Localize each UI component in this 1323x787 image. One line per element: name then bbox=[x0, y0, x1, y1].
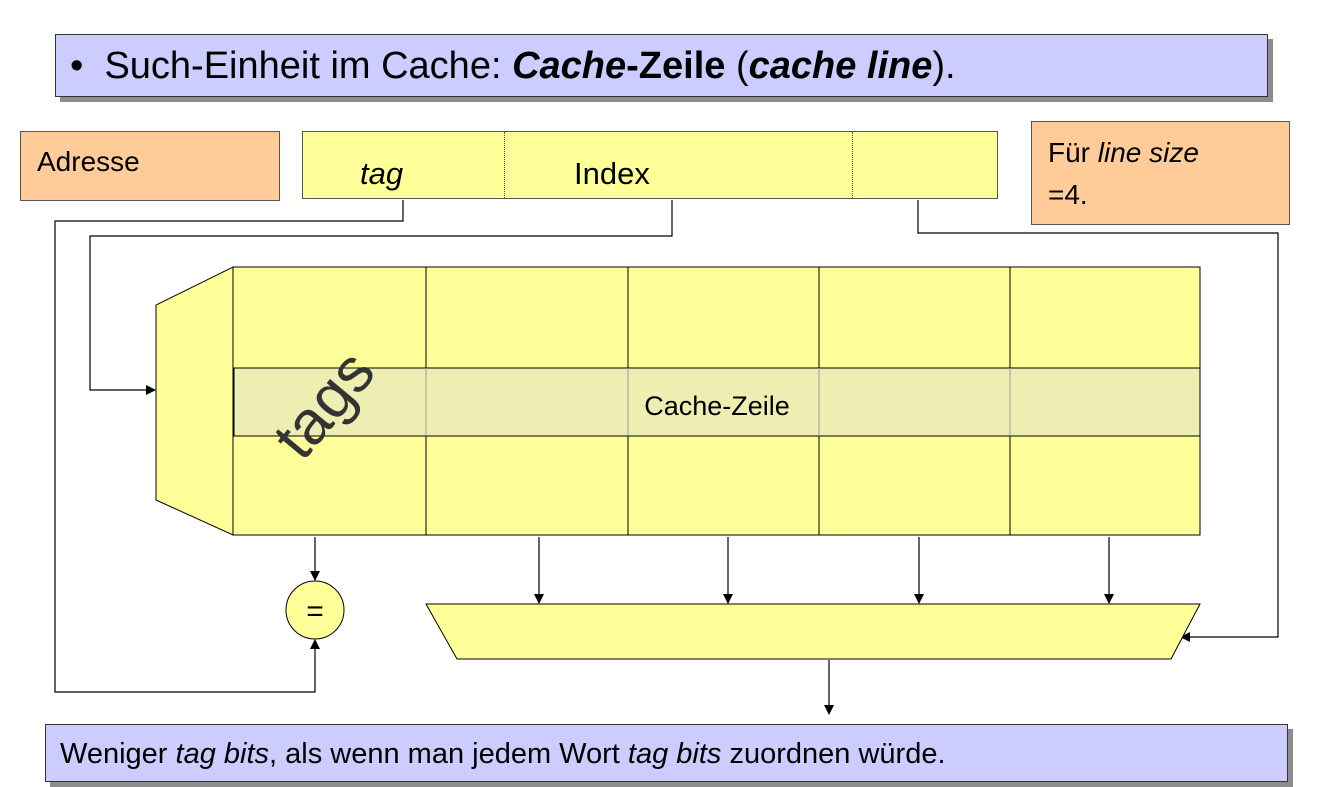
slide-title: • Such-Einheit im Cache: Cache-Zeile (ca… bbox=[55, 34, 1268, 97]
address-separator-2 bbox=[852, 132, 853, 198]
offset-connector bbox=[917, 200, 1279, 642]
comparator bbox=[285, 580, 345, 640]
address-field-tag: tag bbox=[360, 156, 404, 191]
title-paren-open: ( bbox=[725, 45, 749, 87]
index-connector bbox=[89, 200, 673, 395]
footer-part-5: zuordnen würde. bbox=[721, 738, 946, 770]
comparator-symbol: = bbox=[306, 595, 324, 628]
address-bar: tag Index bbox=[302, 131, 998, 199]
footer-part-3: , als wenn man jedem Wort bbox=[269, 738, 628, 770]
address-label: Adresse bbox=[37, 146, 140, 177]
footer-part-2: tag bits bbox=[175, 738, 270, 770]
address-label-box: Adresse bbox=[20, 131, 280, 201]
title-cache-line: cache line bbox=[748, 45, 933, 87]
address-field-index: Index bbox=[574, 156, 650, 191]
note-value: =4. bbox=[1048, 179, 1088, 210]
cache-line-highlight bbox=[233, 367, 1201, 437]
multiplexer bbox=[425, 603, 1201, 660]
note-prefix: Für bbox=[1048, 137, 1098, 168]
tag-store bbox=[155, 266, 234, 536]
title-cache: Cache bbox=[512, 45, 627, 87]
tag-connector bbox=[54, 200, 404, 693]
footer-note: Weniger tag bits, als wenn man jedem Wor… bbox=[45, 724, 1288, 782]
title-bullet: • bbox=[70, 45, 84, 87]
footer-part-1: Weniger bbox=[60, 738, 176, 770]
line-size-note: Für line size =4. bbox=[1031, 121, 1290, 225]
note-line-size: line size bbox=[1097, 137, 1199, 168]
title-prefix: Such-Einheit im Cache: bbox=[104, 45, 513, 87]
title-zeile: -Zeile bbox=[626, 45, 726, 87]
footer-part-4: tag bits bbox=[627, 738, 722, 770]
address-separator-1 bbox=[504, 132, 505, 198]
title-paren-close: ). bbox=[932, 45, 956, 87]
cache-line-label: Cache-Zeile bbox=[644, 391, 790, 421]
